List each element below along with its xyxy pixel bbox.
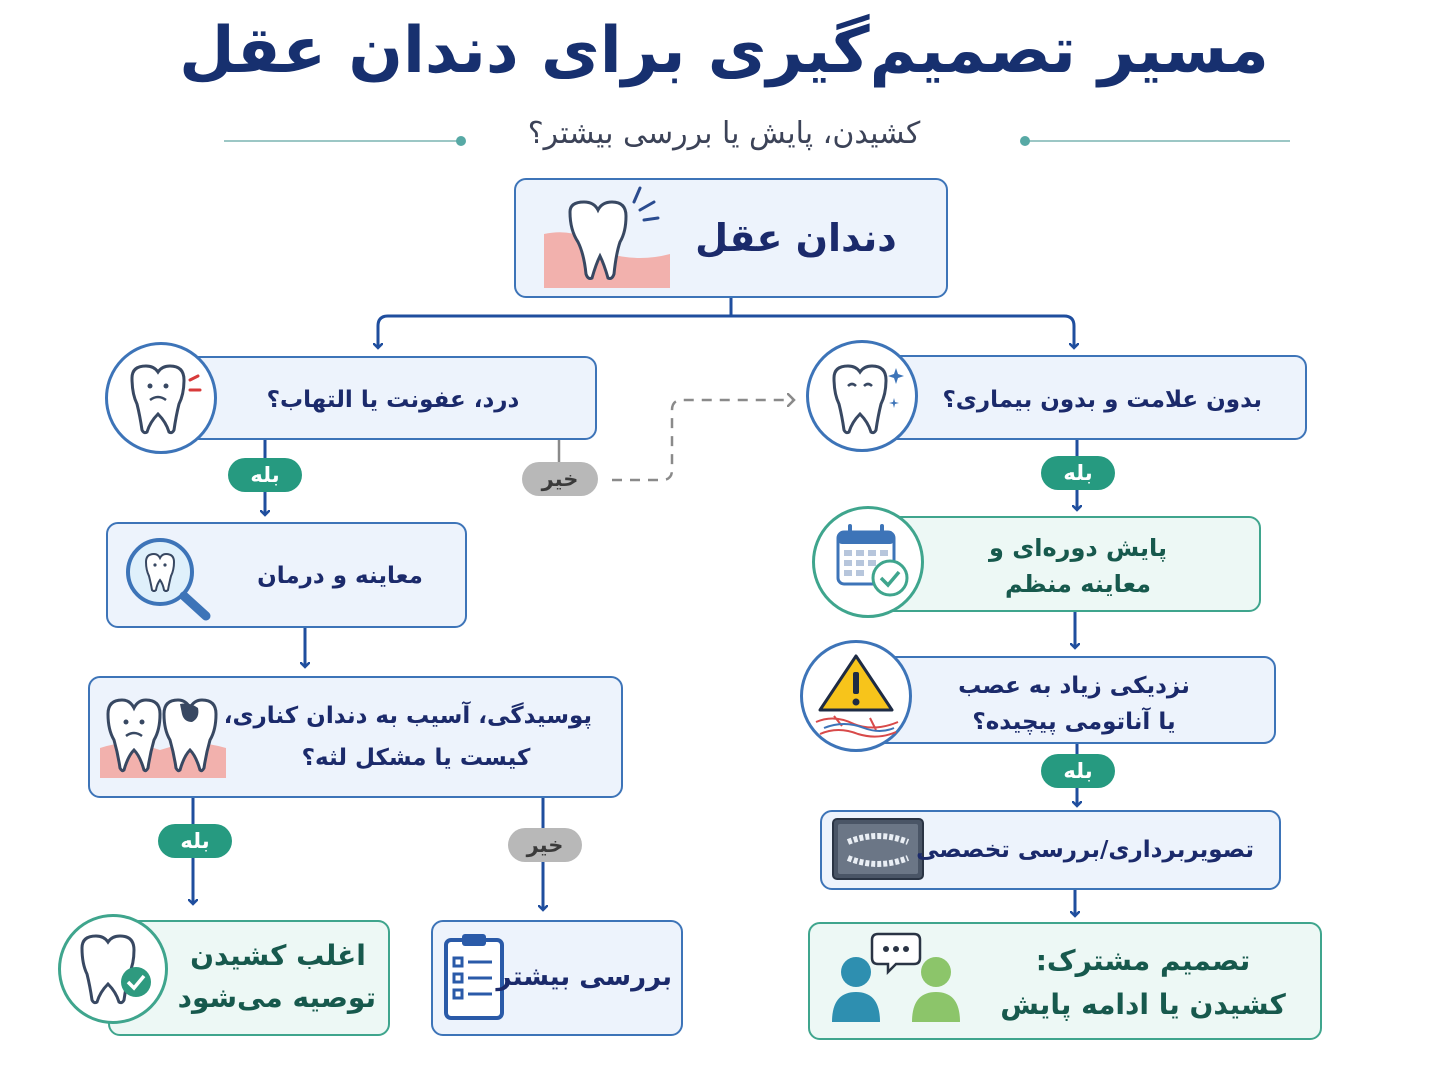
subtitle-rule-left bbox=[224, 136, 466, 146]
decay-no-badge: خیر bbox=[508, 828, 582, 862]
shared-decision-label-line1: تصمیم مشترک: bbox=[1035, 944, 1251, 977]
shared-decision-label-line2: کشیدن یا ادامه پایش bbox=[1000, 988, 1286, 1021]
tooth-gum-icon bbox=[544, 186, 670, 288]
decay-label-line2: کیست یا مشکل لثه؟ bbox=[301, 745, 531, 771]
root-label: دندان عقل bbox=[695, 216, 897, 260]
pain-label: درد، عفونت یا التهاب؟ bbox=[266, 387, 520, 413]
nerve-yes-badge: بله bbox=[1041, 754, 1115, 788]
no-symptom-node bbox=[866, 355, 1307, 440]
monitor-label-line1: پایش دوره‌ای و bbox=[988, 534, 1168, 562]
happy-tooth-icon bbox=[832, 364, 904, 435]
extract-label-line2: توصیه می‌شود bbox=[177, 981, 376, 1014]
monitor-label-line2: معاینه منظم bbox=[1005, 570, 1151, 598]
decay-label-line1: پوسیدگی، آسیب به دندان کناری، bbox=[223, 703, 592, 729]
tooth-check-icon bbox=[80, 934, 151, 1005]
decayed-teeth-icon bbox=[100, 698, 226, 778]
root-split-connector bbox=[376, 298, 1074, 348]
nerve-label-line1: نزدیکی زیاد به عصب bbox=[958, 673, 1190, 699]
pain-no-dashed-arrow bbox=[612, 400, 794, 482]
no-symptom-label: بدون علامت و بدون بیماری؟ bbox=[942, 387, 1262, 413]
pain-no-badge: خیر bbox=[522, 462, 598, 496]
further-review-label: بررسی بیشتر bbox=[496, 962, 672, 992]
page-subtitle: کشیدن، پایش یا بررسی بیشتر؟ bbox=[527, 116, 921, 151]
warning-nerve-icon bbox=[815, 654, 899, 738]
imaging-label: تصویربرداری/بررسی تخصصی bbox=[916, 837, 1254, 863]
clipboard-icon bbox=[444, 934, 504, 1020]
page-title: مسیر تصمیم‌گیری برای دندان عقل bbox=[179, 14, 1270, 88]
xray-icon bbox=[832, 818, 924, 880]
pain-node bbox=[150, 356, 597, 440]
exam-treat-label: معاینه و درمان bbox=[257, 563, 423, 589]
extract-label-line1: اغلب کشیدن bbox=[190, 939, 366, 972]
nerve-node bbox=[864, 656, 1276, 744]
symptom-yes-badge: بله bbox=[1041, 456, 1115, 490]
nerve-label-line2: یا آناتومی پیچیده؟ bbox=[972, 709, 1176, 735]
monitor-node bbox=[868, 516, 1261, 612]
two-people-chat-icon bbox=[832, 932, 960, 1022]
decay-yes-badge: بله bbox=[158, 824, 232, 858]
subtitle-rule-right bbox=[1020, 136, 1290, 146]
calendar-check-icon bbox=[836, 524, 909, 597]
magnifier-tooth-icon bbox=[126, 538, 211, 621]
sad-tooth-icon bbox=[130, 364, 202, 435]
pain-yes-badge: بله bbox=[228, 458, 302, 492]
